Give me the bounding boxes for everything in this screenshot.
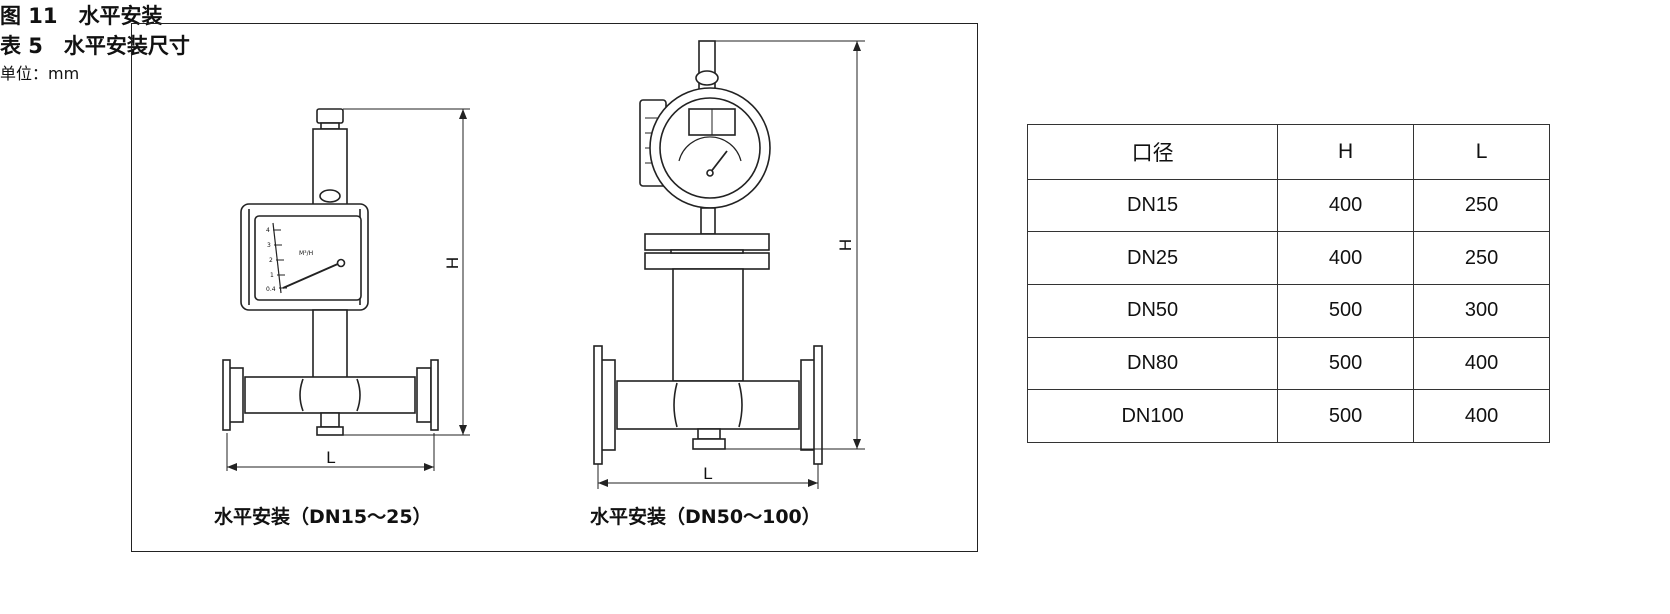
cell-h: 500 [1277,336,1415,391]
left-h-label: H [443,257,462,269]
large-meter [593,40,823,465]
table-row: DN25 400 250 [1026,231,1550,285]
scale-label-min: 0.4 [266,286,276,293]
figure-frame [131,23,978,552]
scale-label-4: 4 [266,227,270,234]
cell-l: 400 [1413,336,1550,391]
cell-h: 400 [1277,178,1415,233]
cell-h: 500 [1277,389,1415,443]
right-h-label: H [836,239,855,251]
table-header-row: 口径 H L [1026,124,1550,180]
left-l-label: L [326,448,335,467]
header-caliber: 口径 [1026,124,1279,180]
dimension-lines [226,40,865,489]
small-meter [222,108,439,436]
table-row: DN80 500 400 [1026,336,1550,391]
cell-caliber: DN100 [1026,389,1279,443]
dimension-table: 口径 H L DN15 400 250 DN25 400 250 DN50 50… [1026,124,1550,443]
left-caption: 水平安装（DN15～25） [214,506,432,528]
table-row: DN100 500 400 [1026,389,1550,443]
table-title: 表 5 水平安装尺寸 [0,34,190,58]
cell-h: 500 [1277,284,1415,338]
table-row: DN50 500 300 [1026,284,1550,338]
table-row: DN15 400 250 [1026,178,1550,233]
unit-label: 单位：mm [0,64,80,83]
cell-caliber: DN25 [1026,231,1279,285]
right-caption: 水平安装（DN50～100） [590,506,821,528]
figure-caption: 图 11 水平安装 [0,4,163,28]
cell-l: 250 [1413,231,1550,285]
header-l: L [1413,124,1550,180]
installation-drawing: H L H L M³/H 4 3 2 1 0.4 [222,40,865,489]
scale-label-1: 1 [270,272,274,279]
scale-label-3: 3 [267,242,271,249]
right-l-label: L [703,464,712,483]
meter-unit-label: M³/H [299,250,313,257]
cell-caliber: DN80 [1026,336,1279,391]
cell-caliber: DN50 [1026,284,1279,338]
scale-label-2: 2 [269,257,273,264]
cell-l: 250 [1413,178,1550,233]
cell-l: 300 [1413,284,1550,338]
header-h: H [1277,124,1415,180]
cell-caliber: DN15 [1026,178,1279,233]
cell-l: 400 [1413,389,1550,443]
cell-h: 400 [1277,231,1415,285]
